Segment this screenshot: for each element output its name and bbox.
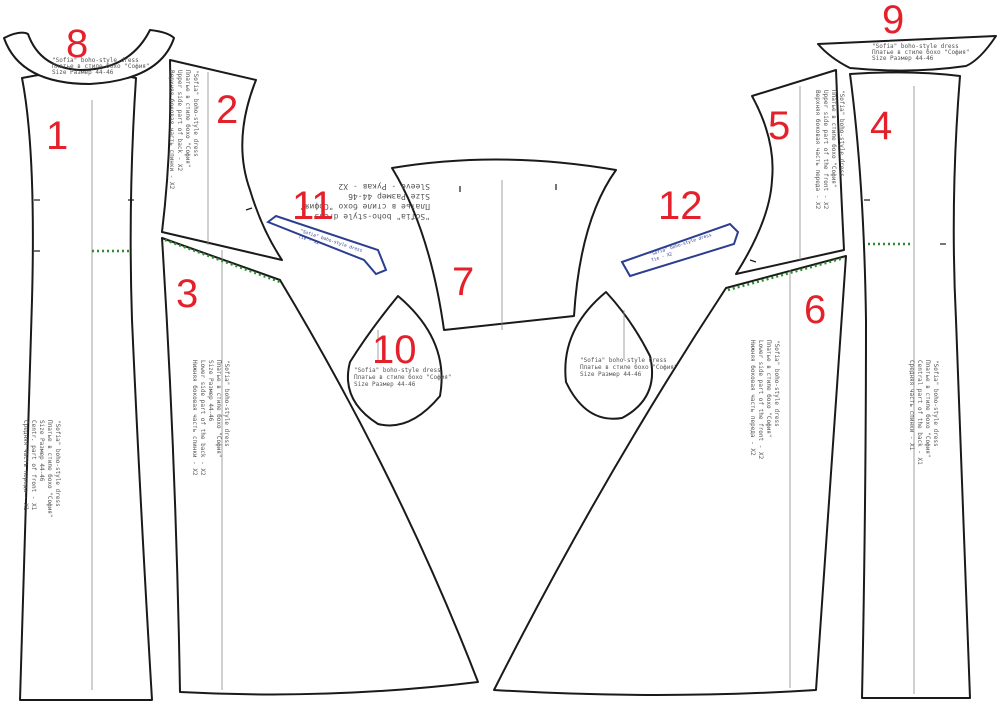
svg-text:"Sofia" boho-style dress: "Sofia" boho-style dress [52, 57, 139, 64]
piece-2[interactable]: "Sofia" boho-style dress Платье в стиле … [161, 59, 283, 261]
svg-text:Платье в стиле бохо "София": Платье в стиле бохо "София" [215, 360, 222, 458]
piece-number-6: 6 [804, 288, 827, 332]
piece-9-label: "Sofia" boho-style dress Платье в стиле … [872, 43, 970, 62]
svg-text:Платье в стиле бохо "София": Платье в стиле бохо "София" [46, 420, 53, 518]
piece-number-10: 10 [372, 328, 417, 372]
piece-number-1: 1 [46, 114, 69, 158]
svg-text:Central part of the back - X1: Central part of the back - X1 [916, 360, 923, 465]
svg-text:Платье в стиле бохо "София": Платье в стиле бохо "София" [300, 202, 430, 212]
svg-text:Платье в стиле бохо "София": Платье в стиле бохо "София" [872, 49, 970, 56]
piece-8[interactable]: "Sofia" boho-style dress Платье в стиле … [3, 29, 175, 85]
piece-number-3: 3 [176, 272, 199, 316]
svg-text:Lower side part of the back -: Lower side part of the back - X2 [199, 360, 206, 476]
svg-text:"Sofia" boho-style dress: "Sofia" boho-style dress [932, 360, 939, 447]
piece-1-label: "Sofia" boho-style dress Платье в стиле … [22, 420, 61, 518]
piece-number-5: 5 [768, 104, 791, 148]
svg-text:Верхняя боковая часть переда -: Верхняя боковая часть переда - X2 [814, 90, 821, 210]
svg-text:Верхняя боковая часть спинки -: Верхняя боковая часть спинки - X2 [168, 70, 175, 190]
piece-12-tie[interactable]: "Sofia" boho-style dress Tie - X2 [620, 222, 740, 278]
piece-9[interactable]: "Sofia" boho-style dress Платье в стиле … [817, 35, 997, 72]
svg-text:Средняя часть спинки - X1: Средняя часть спинки - X1 [908, 360, 915, 451]
piece-number-4: 4 [870, 104, 893, 148]
piece-number-12: 12 [658, 184, 703, 228]
svg-text:Платье в стиле бохо "София": Платье в стиле бохо "София" [830, 90, 837, 188]
piece-4[interactable]: "Sofia" boho-style dress Платье в стиле … [849, 71, 971, 699]
svg-text:Size Размер 44-46: Size Размер 44-46 [872, 55, 934, 62]
piece-5-label: "Sofia" boho-style dress Платье в стиле … [814, 90, 845, 210]
svg-text:"Sofia" boho-style dress: "Sofia" boho-style dress [192, 70, 199, 157]
svg-text:"Sofia" boho-style dress: "Sofia" boho-style dress [223, 360, 230, 447]
svg-text:"Sofia" boho-style dress: "Sofia" boho-style dress [54, 420, 61, 507]
svg-text:Платье в стиле бохо "София": Платье в стиле бохо "София" [924, 360, 931, 458]
svg-text:"Sofia" boho-style dress: "Sofia" boho-style dress [580, 357, 667, 364]
svg-text:"Sofia" boho-style dress: "Sofia" boho-style dress [872, 43, 959, 50]
piece-10-label: "Sofia" boho-style dress Платье в стиле … [354, 367, 452, 388]
piece-4-label: "Sofia" boho-style dress Платье в стиле … [908, 360, 939, 465]
piece-number-8: 8 [66, 22, 89, 66]
piece-5[interactable]: "Sofia" boho-style dress Платье в стиле … [735, 69, 845, 275]
svg-text:"Sofia" boho-style dress: "Sofia" boho-style dress [838, 90, 845, 177]
piece-3[interactable]: "Sofia" boho-style dress Платье в стиле … [161, 237, 479, 696]
piece-3-label: "Sofia" boho-style dress Платье в стиле … [191, 360, 230, 476]
svg-text:Sleeve - Рукав - X2: Sleeve - Рукав - X2 [338, 182, 430, 191]
piece-1[interactable]: "Sofia" boho-style dress Платье в стиле … [19, 71, 153, 701]
svg-text:Платье в стиле бохо "София": Платье в стиле бохо "София" [184, 70, 191, 168]
piece-10-mirror[interactable]: "Sofia" boho-style dress Платье в стиле … [564, 291, 678, 420]
piece-6-label: "Sofia" boho-style dress Платье в стиле … [749, 340, 780, 460]
piece-6[interactable]: "Sofia" boho-style dress Платье в стиле … [493, 255, 847, 696]
svg-text:"Sofia" boho-style dress: "Sofia" boho-style dress [314, 212, 430, 221]
svg-text:Платье в стиле бохо "София": Платье в стиле бохо "София" [765, 340, 772, 438]
svg-text:Lower side part of the front -: Lower side part of the front - X2 [757, 340, 764, 460]
svg-text:Size Размер 44-46: Size Размер 44-46 [207, 360, 214, 422]
svg-text:"Sofia" boho-style dress: "Sofia" boho-style dress [354, 367, 441, 374]
piece-number-2: 2 [216, 88, 239, 132]
piece-10-mirror-label: "Sofia" boho-style dress Платье в стиле … [580, 357, 678, 378]
svg-text:Upper side part of the front -: Upper side part of the front - X2 [822, 90, 829, 210]
svg-text:Centr. part of front - X1: Centr. part of front - X1 [30, 420, 37, 511]
svg-text:Нижняя боковая часть спинки -: Нижняя боковая часть спинки - X2 [191, 360, 198, 476]
svg-text:Size Размер 44-46: Size Размер 44-46 [38, 420, 45, 482]
svg-text:Upper side part of back - X2: Upper side part of back - X2 [176, 70, 183, 172]
piece-number-11: 11 [292, 184, 334, 228]
piece-7-label: "Sofia" boho-style dress Платье в стиле … [300, 182, 430, 221]
svg-text:"Sofia" boho-style dress: "Sofia" boho-style dress [773, 340, 780, 427]
svg-text:Нижняя боковая часть переда -: Нижняя боковая часть переда - X2 [749, 340, 756, 456]
svg-text:Средняя часть переда - X1: Средняя часть переда - X1 [22, 420, 29, 511]
svg-text:Size Размер 44-46: Size Размер 44-46 [580, 371, 642, 378]
piece-number-7: 7 [452, 260, 475, 304]
svg-text:Платье в стиле бохо "София": Платье в стиле бохо "София" [52, 63, 150, 70]
svg-text:Платье в стиле бохо "София": Платье в стиле бохо "София" [580, 364, 678, 371]
svg-text:Size Размер 44-46: Size Размер 44-46 [354, 381, 416, 388]
piece-10[interactable]: "Sofia" boho-style dress Платье в стиле … [346, 295, 452, 427]
svg-text:Size Размер 44-46: Size Размер 44-46 [52, 69, 114, 76]
piece-8-label: "Sofia" boho-style dress Платье в стиле … [52, 57, 150, 76]
piece-2-label: "Sofia" boho-style dress Платье в стиле … [168, 70, 199, 190]
piece-7[interactable]: "Sofia" boho-style dress Платье в стиле … [300, 158, 617, 331]
svg-text:Size Размер 44-46: Size Размер 44-46 [348, 192, 430, 201]
svg-text:Платье в стиле бохо "София": Платье в стиле бохо "София" [354, 374, 452, 381]
piece-number-9: 9 [882, 0, 905, 42]
